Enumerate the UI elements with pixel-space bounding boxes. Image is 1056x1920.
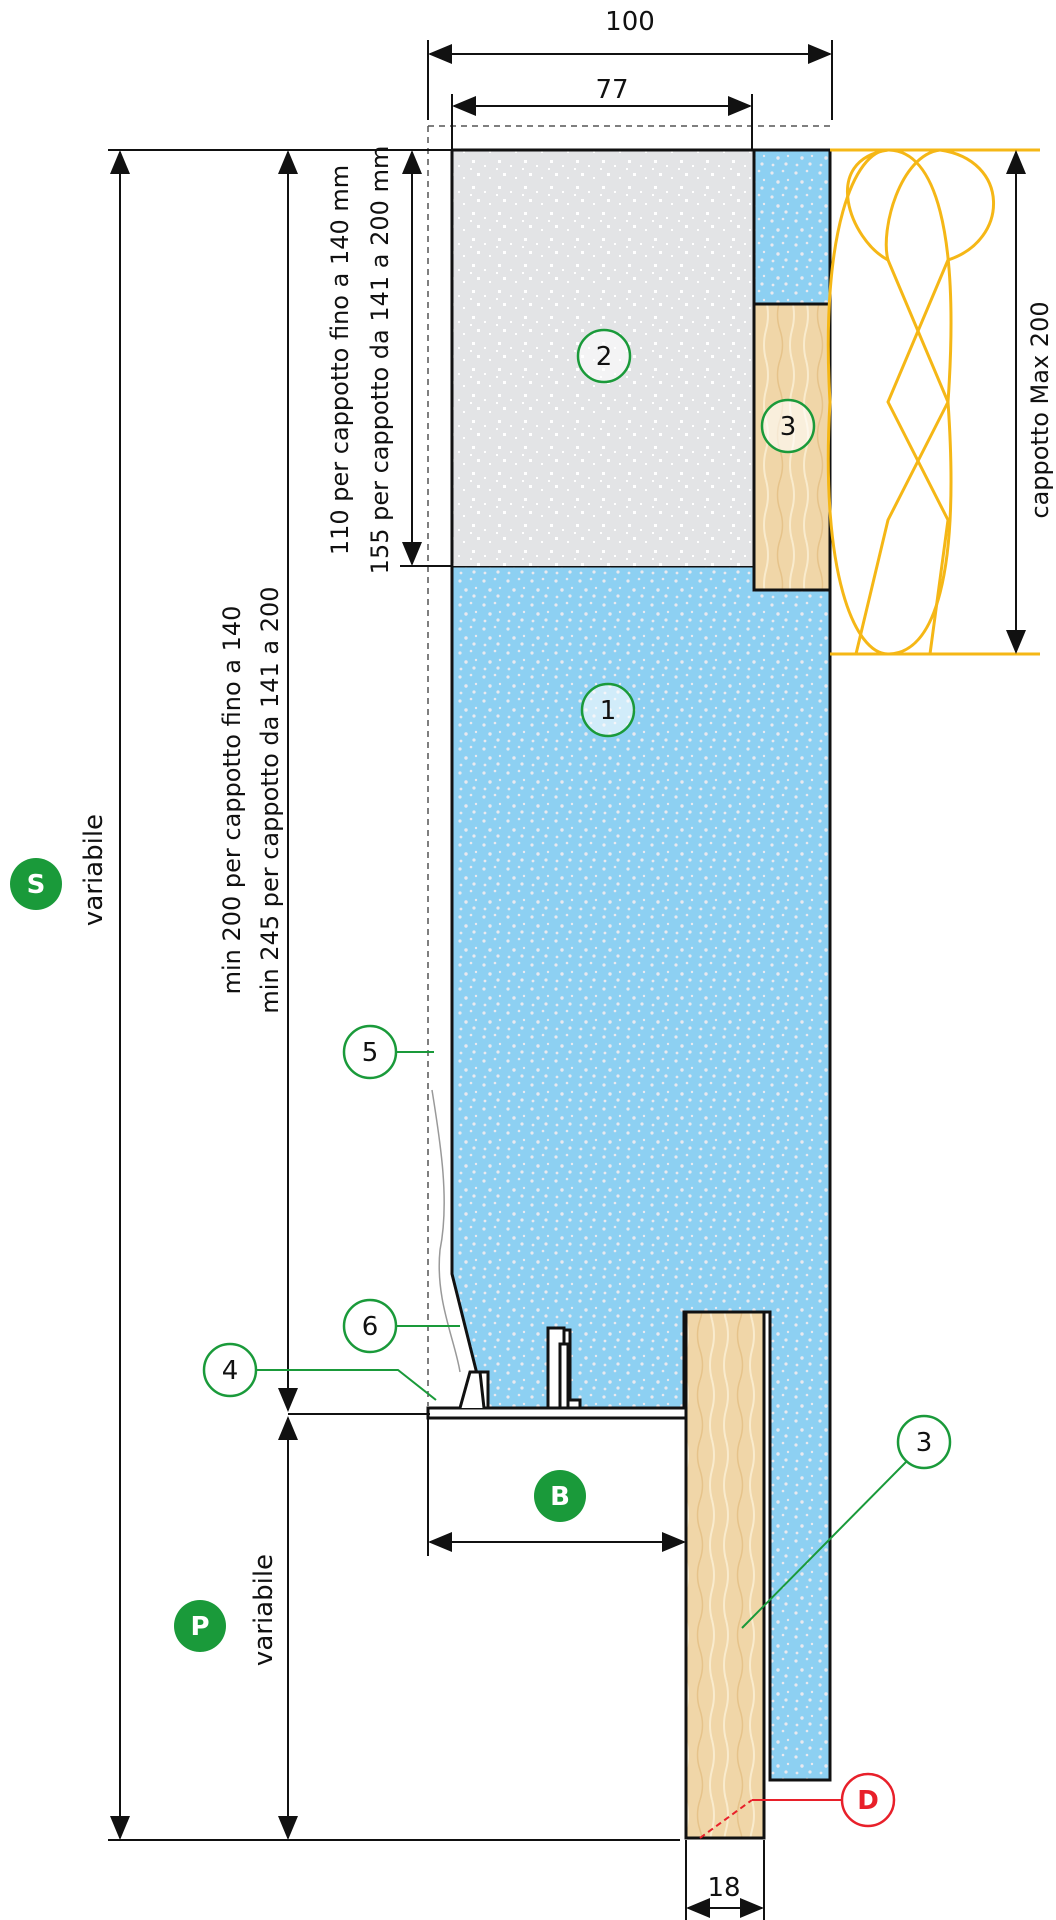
dim-s-variable: variabile: [79, 814, 109, 926]
callout-3-bottom: 3: [741, 1414, 952, 1629]
reference-dashed-lines: [427, 125, 832, 1406]
callout-5-label: 5: [362, 1038, 379, 1068]
external-insulation: [826, 148, 1040, 656]
callout-3-bottom-label: 3: [916, 1428, 933, 1458]
dim-top-total: 100: [605, 7, 655, 37]
badge-d-label: D: [857, 1786, 879, 1816]
callout-4-label: 4: [222, 1356, 239, 1386]
badge-s-label: S: [27, 870, 46, 900]
dim-min-height-line1: min 200 per cappotto fino a 140: [218, 606, 246, 995]
badge-b-label: B: [550, 1482, 570, 1512]
dim-upper-block-line2: 155 per cappotto da 141 a 200 mm: [366, 146, 394, 575]
callout-3-bottom-leader: [741, 1461, 907, 1629]
insulation-foam-body: [450, 564, 832, 1782]
dim-upper-block-line1: 110 per cappotto fino a 140 mm: [326, 165, 354, 555]
callout-2: 2: [576, 328, 632, 384]
dim-top-inner: 77: [595, 75, 628, 105]
callout-2-label: 2: [596, 342, 613, 372]
badge-b: B: [534, 1470, 586, 1522]
callout-3-top: 3: [760, 398, 816, 454]
callout-3-top-label: 3: [780, 412, 797, 442]
dim-p-variable: variabile: [249, 1554, 279, 1666]
callout-1-label: 1: [600, 696, 617, 726]
callout-5: 5: [342, 1024, 434, 1080]
badge-d: D: [699, 1772, 896, 1839]
badge-s: S: [10, 858, 62, 910]
callout-4-leader: [256, 1369, 437, 1401]
badge-p: P: [174, 1600, 226, 1652]
sealant-line: [431, 1089, 461, 1373]
dim-min-height-line2: min 245 per cappotto da 141 a 200: [256, 586, 284, 1013]
joint-red-dashed: [699, 1799, 753, 1839]
badge-p-label: P: [190, 1612, 209, 1642]
dimension-lines: [108, 40, 1026, 1920]
lower-wood-board: [684, 1310, 766, 1840]
callout-6: 6: [342, 1298, 460, 1354]
dim-insulation-max: cappotto Max 200: [1026, 301, 1054, 518]
callout-1: 1: [580, 682, 636, 738]
top-blue-strip: [752, 148, 832, 306]
callout-4: 4: [202, 1342, 437, 1401]
dim-bottom-width: 18: [707, 1873, 740, 1903]
callout-6-label: 6: [362, 1312, 379, 1342]
